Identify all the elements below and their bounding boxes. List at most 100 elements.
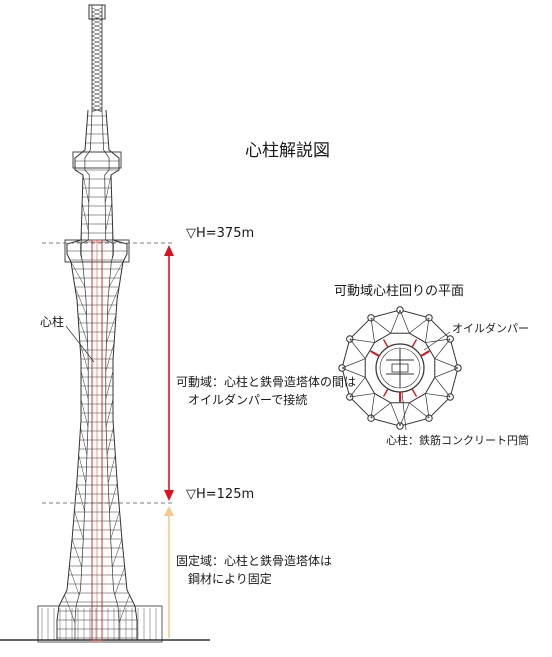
tower-brace [106, 314, 117, 344]
antenna-lattice [91, 71, 103, 77]
tower-brace [111, 538, 123, 568]
tower-brace [107, 286, 120, 316]
oil-damper-mark [382, 388, 389, 397]
plan-truss [434, 358, 459, 369]
antenna-lattice [91, 99, 103, 105]
antenna-lattice [91, 7, 103, 13]
antenna-lattice [91, 103, 103, 109]
fixed-zone-line1: 固定域：心柱と鉄骨造塔体は [176, 554, 333, 568]
antenna-lattice [91, 39, 103, 45]
plan-truss [349, 338, 366, 359]
antenna-lattice [91, 91, 103, 97]
antenna-lattice [91, 19, 103, 25]
fixed-zone-line2: 鋼材により固定 [188, 572, 272, 586]
plan-truss [341, 358, 366, 369]
oil-damper-mark [382, 339, 389, 348]
oil-damper-mark [370, 350, 380, 357]
core-column-label: 心柱：鉄筋コンクリート円筒 [386, 434, 529, 447]
tower-brace [78, 454, 87, 484]
tower-brace [105, 370, 114, 400]
tower-inner-frame-left [74, 109, 93, 640]
plan-truss [409, 317, 430, 334]
tower-brace [69, 258, 86, 288]
tower-brace [105, 398, 114, 428]
tower-brace [105, 342, 115, 372]
movable-zone-description: 可動域：心柱と鉄骨造塔体の間は オイルダンパーで接続 [176, 373, 356, 409]
plan-view-title: 可動域心柱回りの平面 [334, 284, 465, 299]
antenna-lattice [91, 67, 103, 73]
tower-outline-right [105, 109, 138, 640]
oil-damper-mark [411, 339, 418, 348]
oil-damper-mark [420, 350, 430, 357]
antenna-lattice [91, 95, 103, 101]
antenna-lattice [91, 35, 103, 41]
elevation-125-label: ▽H=125m [186, 487, 255, 502]
plan-truss [399, 309, 410, 334]
tower-brace [74, 510, 84, 540]
plan-truss [349, 338, 375, 343]
annotations [42, 242, 174, 638]
antenna-lattice [91, 55, 103, 61]
movable-zone-line2: オイルダンパーで接続 [188, 393, 308, 407]
plan-truss [370, 317, 391, 334]
antenna-lattice [91, 63, 103, 69]
tower-brace [104, 174, 112, 204]
antenna-lattice [91, 79, 103, 85]
plan-truss [434, 338, 451, 359]
tower-brace [82, 174, 90, 204]
antenna-lattice [91, 27, 103, 33]
tower-brace [77, 314, 88, 344]
antenna-lattice [91, 87, 103, 93]
plan-truss [341, 367, 366, 378]
tower-inner-frame-right [101, 109, 120, 640]
antenna-lattice [91, 59, 103, 65]
antenna-tip [88, 4, 106, 20]
base-building [37, 605, 163, 643]
upper-observation-deck [72, 151, 122, 169]
tower-brace [81, 202, 89, 232]
tower-brace [118, 594, 130, 624]
core-label-leader [401, 391, 407, 431]
movable-arrow-head-bottom [164, 490, 174, 501]
tower-brace [108, 258, 125, 288]
tower-brace [105, 202, 113, 232]
plan-truss [349, 393, 375, 398]
movable-arrow-head-top [164, 245, 174, 256]
fixed-zone-description: 固定域：心柱と鉄骨造塔体は 鋼材により固定 [176, 552, 332, 588]
diagram-title: 心柱解説図 [245, 141, 330, 161]
plan-truss [370, 393, 375, 419]
tower-brace [106, 426, 114, 456]
antenna-lattice [91, 75, 103, 81]
elevation-375-label: ▽H=375m [186, 226, 255, 241]
plan-truss [425, 393, 430, 419]
tower-brace [107, 454, 116, 484]
plan-truss [425, 317, 430, 343]
antenna-lattice [91, 51, 103, 57]
tower-outline-left [56, 109, 89, 640]
plan-truss [390, 309, 401, 334]
tower-brace [74, 286, 87, 316]
antenna-lattice [91, 43, 103, 49]
plan-truss [409, 402, 430, 419]
tower-brace [114, 566, 125, 596]
shinbashira-leader [65, 325, 95, 363]
antenna-lattice [91, 83, 103, 89]
oil-damper-label: オイルダンパー [452, 322, 529, 335]
plan-view [338, 306, 462, 431]
plan-truss [390, 402, 401, 427]
plan-truss [425, 393, 451, 398]
antenna-lattice [91, 47, 103, 53]
tower-brace [80, 426, 88, 456]
tower-brace [80, 398, 89, 428]
tower-brace [76, 482, 85, 512]
plan-truss [370, 317, 375, 343]
oil-damper-leader [423, 331, 451, 351]
fixed-arrow-head-top [164, 506, 174, 516]
tower-brace [69, 566, 80, 596]
tower-brace [79, 342, 89, 372]
tower-brace [80, 370, 89, 400]
plan-truss [349, 377, 366, 398]
tower-brace [81, 230, 83, 260]
